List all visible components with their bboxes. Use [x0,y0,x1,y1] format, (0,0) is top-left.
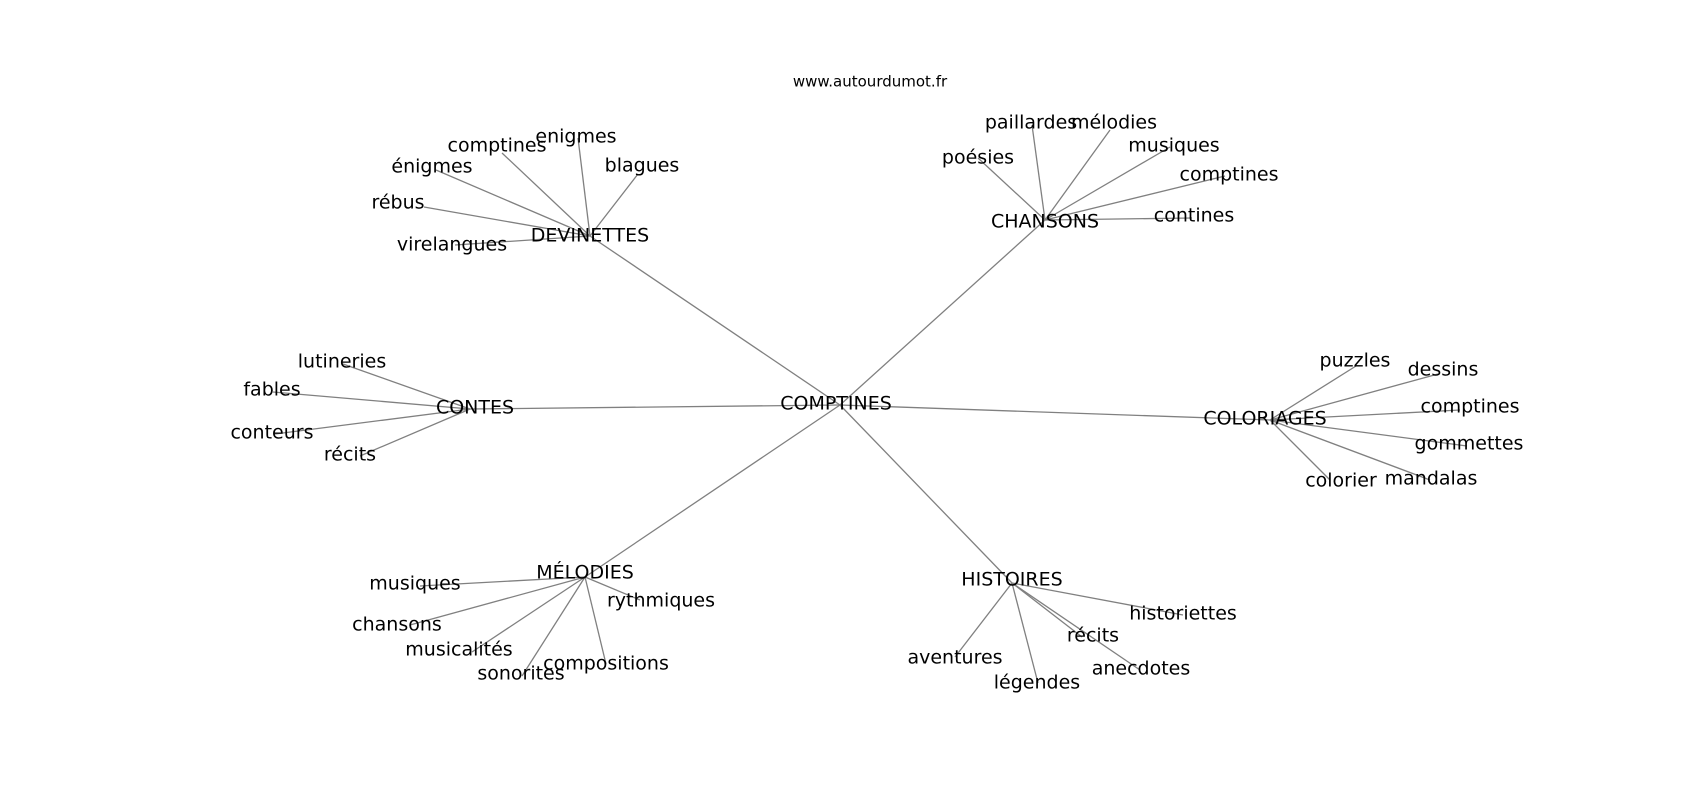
leaf-node-devinettes-0[interactable]: enigmes [535,126,616,148]
edge-histoires-2 [954,582,1013,658]
leaf-node-coloriages-4[interactable]: mandalas [1385,468,1478,490]
leaf-node-contes-3[interactable]: récits [324,444,376,466]
edge-histoires-0 [1011,582,1184,616]
leaf-node-devinettes-5[interactable]: virelangues [397,234,507,256]
leaf-node-contes-1[interactable]: fables [243,379,300,401]
leaf-node-melodies-2[interactable]: chansons [352,614,442,636]
leaf-node-devinettes-4[interactable]: rébus [371,192,424,214]
edge-center-devinettes [589,235,841,406]
edge-contes-1 [272,391,471,410]
leaf-node-coloriages-5[interactable]: colorier [1305,470,1377,492]
edge-center-melodies [584,404,841,578]
leaf-node-histoires-1[interactable]: récits [1067,625,1119,647]
leaf-node-melodies-0[interactable]: musiques [369,573,460,595]
hub-node-chansons[interactable]: CHANSONS [991,211,1099,233]
hub-node-coloriages[interactable]: COLORIAGES [1203,408,1326,430]
leaf-node-chansons-5[interactable]: contines [1154,205,1234,227]
leaf-node-contes-2[interactable]: conteurs [230,422,313,444]
edge-chansons-1 [1044,129,1111,221]
leaf-node-melodies-4[interactable]: compositions [543,653,669,675]
edge-melodies-1 [584,576,641,601]
edge-coloriages-4 [1269,419,1431,481]
edge-melodies-3 [471,576,586,653]
leaf-node-histoires-3[interactable]: anecdotes [1092,658,1191,680]
edge-contes-3 [359,408,471,457]
edge-center-contes [469,404,841,410]
edge-center-coloriages [839,404,1271,421]
edge-melodies-5 [521,576,586,677]
edge-devinettes-1 [501,152,591,237]
edges [272,124,1468,684]
edge-coloriages-2 [1269,409,1461,421]
edge-devinettes-4 [423,206,591,237]
leaf-node-chansons-4[interactable]: comptines [1180,164,1279,186]
leaf-node-chansons-3[interactable]: musiques [1128,135,1219,157]
edge-coloriages-1 [1269,373,1439,421]
edge-chansons-5 [1044,217,1193,221]
edge-histoires-4 [1011,582,1039,684]
leaf-node-histoires-0[interactable]: historiettes [1129,603,1237,625]
edge-center-histoires [839,404,1013,584]
edge-contes-0 [342,363,471,410]
leaf-node-histoires-2[interactable]: aventures [907,647,1002,669]
leaf-node-melodies-5[interactable]: sonorites [477,663,564,685]
edge-chansons-2 [977,157,1046,221]
edge-histoires-3 [1011,582,1141,671]
leaf-node-devinettes-2[interactable]: énigmes [391,156,472,178]
leaf-node-histoires-4[interactable]: légendes [994,672,1080,694]
edge-melodies-0 [419,576,586,587]
leaf-node-coloriages-1[interactable]: dessins [1408,359,1479,381]
leaf-node-devinettes-1[interactable]: comptines [448,135,547,157]
leaf-node-melodies-3[interactable]: musicalités [405,639,512,661]
leaf-node-coloriages-3[interactable]: gommettes [1415,433,1524,455]
edge-chansons-3 [1044,146,1171,221]
hub-node-devinettes[interactable]: DEVINETTES [531,225,649,247]
labels: COMPTINES DEVINETTESenigmescomptinesénig… [230,112,1523,694]
edge-histoires-1 [1011,582,1083,638]
leaf-node-chansons-2[interactable]: poésies [942,147,1014,169]
leaf-node-devinettes-3[interactable]: blagues [605,155,680,177]
edge-chansons-0 [1031,124,1046,221]
edge-devinettes-0 [577,137,591,237]
center-node[interactable]: COMPTINES [780,393,892,415]
edge-contes-2 [274,408,471,435]
leaf-node-contes-0[interactable]: lutineries [298,351,386,373]
leaf-node-coloriages-0[interactable]: puzzles [1320,350,1391,372]
leaf-node-chansons-0[interactable]: paillardes [985,112,1077,134]
edge-devinettes-2 [435,169,591,237]
hub-node-melodies[interactable]: MÉLODIES [536,561,634,584]
edge-coloriages-0 [1269,365,1357,421]
edge-devinettes-5 [454,235,591,246]
leaf-node-melodies-1[interactable]: rythmiques [607,590,715,612]
edge-chansons-4 [1044,175,1226,221]
leaf-node-chansons-1[interactable]: mélodies [1071,112,1157,134]
edge-melodies-2 [409,576,586,626]
edge-coloriages-3 [1269,419,1468,447]
edge-melodies-4 [584,576,607,665]
site-url: www.autourdumot.fr [793,73,948,91]
edge-devinettes-3 [589,173,639,237]
edge-coloriages-5 [1269,419,1331,481]
edge-center-chansons [839,219,1046,406]
hub-node-histoires[interactable]: HISTOIRES [961,569,1062,591]
hub-node-contes[interactable]: CONTES [436,397,514,419]
leaf-node-coloriages-2[interactable]: comptines [1421,396,1520,418]
